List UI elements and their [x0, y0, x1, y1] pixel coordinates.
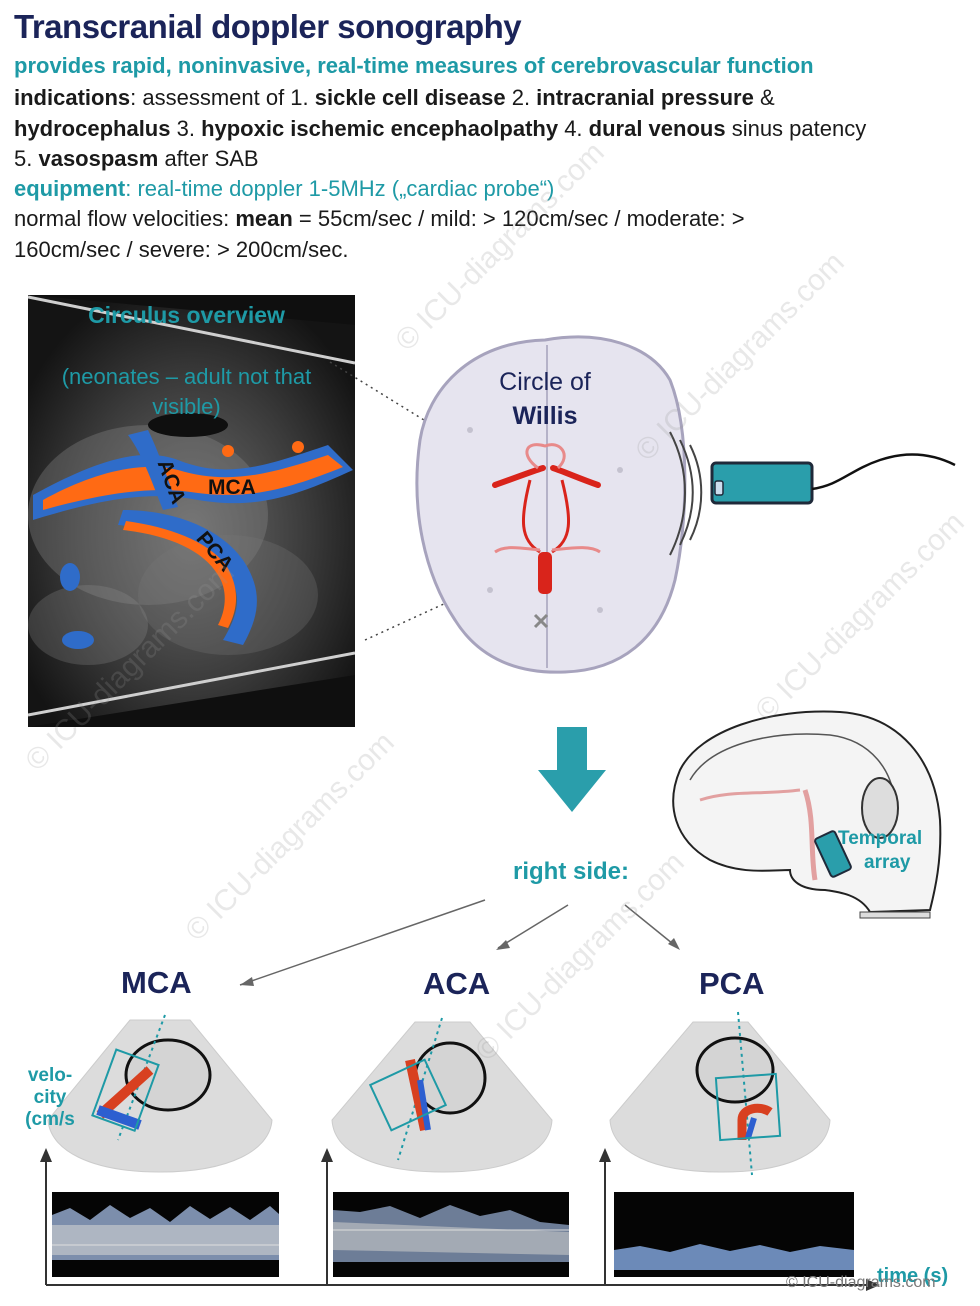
velocity-axis-label: velo- city (cm/s	[25, 1065, 75, 1130]
temporal-array-label-2: array	[864, 852, 911, 873]
page-title: Transcranial doppler sonography	[14, 8, 522, 45]
indications-line-1: indications: assessment of 1. sickle cel…	[14, 85, 775, 110]
time-axis-label: time (s)	[877, 1265, 949, 1287]
indications-line-2: hydrocephalus 3. hypoxic ischemic enceph…	[14, 116, 867, 141]
spectrum-pca	[614, 1192, 854, 1277]
region-label-aca: ACA	[423, 966, 491, 1001]
region-label-mca: MCA	[121, 965, 192, 1000]
equipment-label: equipment	[14, 176, 126, 201]
spectrum-aca	[333, 1192, 569, 1277]
sector-aca	[331, 1017, 553, 1173]
willis-label-line1: Circle of	[499, 368, 591, 396]
copyright-text: © ICU-diagrams.com	[786, 1274, 936, 1291]
circulus-note: (neonates – adult not that visible)	[61, 364, 312, 419]
spectrum-mca	[52, 1192, 279, 1277]
sector-mca	[47, 1014, 273, 1173]
head-sagittal-image	[672, 710, 942, 919]
down-arrow-icon	[538, 727, 606, 812]
ultrasound-probe-icon	[710, 453, 956, 505]
indications-line-3: 5. vasospasm after SAB	[14, 146, 259, 171]
right-side-label: right side:	[513, 858, 630, 885]
velocities-line-1: normal flow velocities: mean = 55cm/sec …	[14, 206, 745, 231]
page-subtitle: provides rapid, noninvasive, real-time m…	[14, 53, 814, 78]
indications-label: indications	[14, 85, 131, 110]
sector-pca	[609, 1011, 831, 1176]
temporal-array-label-1: Temporal	[838, 828, 923, 849]
velocities-line-2: 160cm/sec / severe: > 200cm/sec.	[14, 237, 349, 262]
region-label-pca: PCA	[699, 966, 765, 1001]
equipment-line: equipment: real-time doppler 1-5MHz („ca…	[14, 176, 555, 201]
circulus-title: Circulus overview	[88, 302, 285, 328]
willis-label-line2: Willis	[512, 402, 578, 430]
doppler-circulus-image	[28, 295, 355, 727]
brain-axial-image	[415, 335, 687, 674]
panel-label-mca: MCA	[208, 476, 256, 499]
